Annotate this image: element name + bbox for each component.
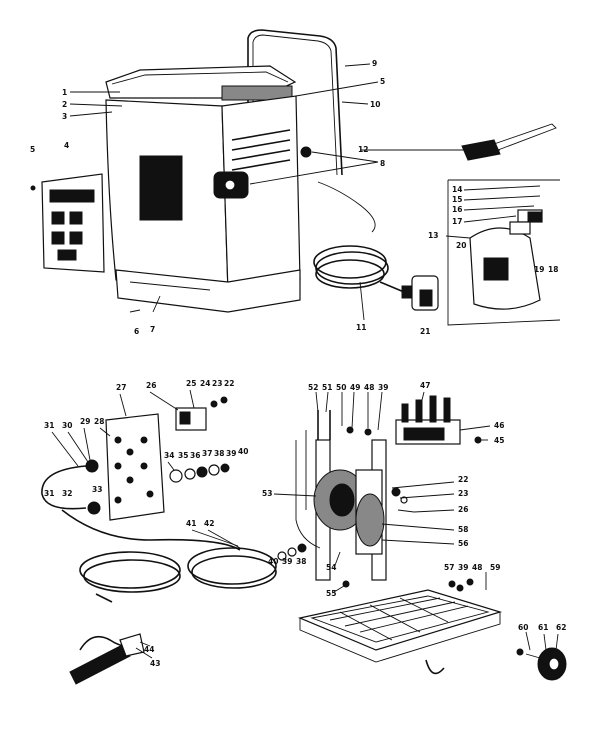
panel-studs (114, 436, 154, 504)
callout-7: 7 (150, 325, 155, 334)
callout-52: 52 (308, 383, 318, 392)
callout-44: 44 (144, 645, 154, 654)
callout-4: 4 (64, 141, 69, 150)
callout-labels: 1 2 3 5 4 9 5 10 12 8 14 15 16 17 13 20 … (30, 59, 566, 668)
callout-17: 17 (452, 217, 462, 226)
callout-18: 18 (548, 265, 558, 274)
callout-55: 55 (326, 589, 336, 598)
callout-47: 47 (420, 381, 430, 390)
callout-49: 49 (350, 383, 360, 392)
callout-5-left: 5 (30, 145, 35, 154)
callout-61: 61 (538, 623, 548, 632)
cabinet-assembly (30, 29, 561, 326)
callout-22-left: 22 (224, 379, 234, 388)
callout-46: 46 (494, 421, 504, 430)
callout-26-right: 26 (458, 505, 468, 514)
callout-38-left: 38 (214, 449, 224, 458)
callout-15: 15 (452, 195, 462, 204)
callout-43: 43 (150, 659, 160, 668)
callout-5-right: 5 (380, 77, 385, 86)
callout-39-left: 39 (226, 449, 236, 458)
callout-40-left: 40 (238, 447, 248, 456)
callout-50: 50 (336, 383, 346, 392)
callout-16: 16 (452, 205, 462, 214)
callout-13: 13 (428, 231, 438, 240)
callout-36: 36 (190, 451, 200, 460)
power-cord (313, 245, 417, 299)
callout-26-left: 26 (146, 381, 156, 390)
callout-2: 2 (62, 100, 67, 109)
side-vents (231, 129, 291, 171)
callout-48-right: 48 (472, 563, 482, 572)
base-mesh (329, 597, 469, 641)
callout-19: 19 (534, 265, 544, 274)
callout-20: 20 (456, 241, 466, 250)
callout-56: 56 (458, 539, 468, 548)
callout-8: 8 (380, 159, 385, 168)
callout-41-left: 41 (186, 519, 196, 528)
callout-32: 32 (62, 489, 72, 498)
callout-6: 6 (134, 327, 139, 336)
callout-39-bottom: 39 (282, 557, 292, 566)
callout-27: 27 (116, 383, 126, 392)
callout-58: 58 (458, 525, 468, 534)
callout-31-bottom: 31 (44, 489, 54, 498)
front-panel-controls (49, 189, 95, 261)
leader-lines-top (69, 63, 541, 321)
callout-48-top: 48 (364, 383, 374, 392)
callout-24: 24 (200, 379, 210, 388)
callout-23-right: 23 (458, 489, 468, 498)
callout-31-top: 31 (44, 421, 54, 430)
callout-3: 3 (62, 112, 67, 121)
callout-60: 60 (518, 623, 528, 632)
leader-lines-lower-left (51, 389, 241, 659)
callout-14: 14 (452, 185, 462, 194)
callout-9: 9 (372, 59, 377, 68)
callout-51: 51 (322, 383, 332, 392)
callout-53: 53 (262, 489, 272, 498)
callout-39-top: 39 (378, 383, 388, 392)
callout-12: 12 (358, 145, 368, 154)
callout-25: 25 (186, 379, 196, 388)
callout-21: 21 (420, 327, 430, 336)
callout-11: 11 (356, 323, 366, 332)
callout-60-left: 40 (268, 557, 278, 566)
callout-37: 37 (202, 449, 212, 458)
callout-62: 62 (556, 623, 566, 632)
callout-38-bottom: 38 (296, 557, 306, 566)
leader-lines-lower-right (273, 391, 559, 651)
callout-29: 29 (80, 417, 90, 426)
callout-35: 35 (178, 451, 188, 460)
callout-28: 28 (94, 417, 104, 426)
callout-59: 59 (490, 563, 500, 572)
callout-42-left: 42 (204, 519, 214, 528)
callout-45: 45 (494, 436, 504, 445)
output-panel-assembly (41, 396, 277, 685)
callout-23-left: 23 (212, 379, 222, 388)
welding-cable-coils (79, 547, 277, 593)
callout-1: 1 (62, 88, 67, 97)
callout-34: 34 (164, 451, 174, 460)
transformer-assembly (277, 395, 567, 681)
callout-22-right: 22 (458, 475, 468, 484)
callout-39-right: 39 (458, 563, 468, 572)
callout-30: 30 (62, 421, 72, 430)
callout-33: 33 (92, 485, 102, 494)
callout-57: 57 (444, 563, 454, 572)
callout-54: 54 (326, 563, 336, 572)
callout-10: 10 (370, 100, 380, 109)
